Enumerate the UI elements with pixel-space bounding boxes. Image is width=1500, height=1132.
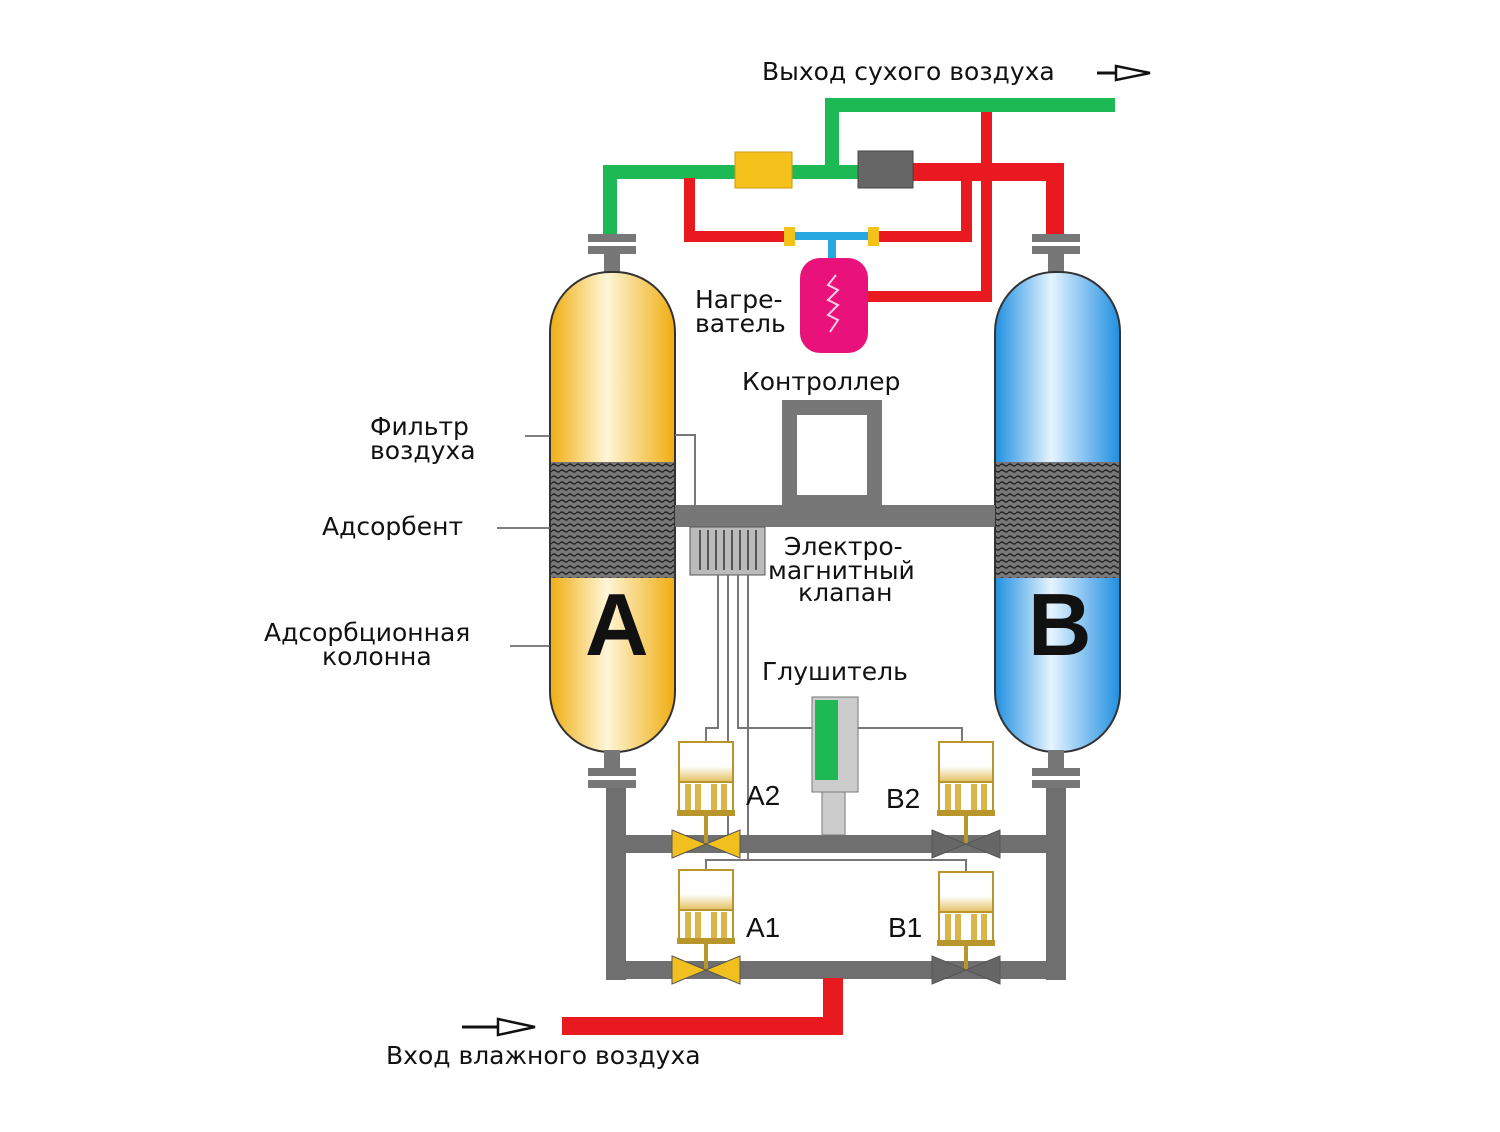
solenoid-label-2: магнитный <box>768 556 915 585</box>
inline-filter <box>734 151 793 189</box>
heater-connector-left <box>784 227 795 246</box>
valve-a1 <box>671 869 741 985</box>
valve-b2-label: B2 <box>886 783 920 814</box>
controller <box>675 400 995 576</box>
heating-coil-icon <box>826 274 840 333</box>
heater-tee <box>795 232 868 240</box>
valve-b1 <box>931 871 1001 985</box>
valve-b1-label: B1 <box>888 912 922 943</box>
solenoid-label-1: Электро- <box>784 532 903 561</box>
column-label-1: Адсорбционная <box>264 618 470 647</box>
wet-air-inlet-label: Вход влажного воздуха <box>386 1041 701 1070</box>
valve-a2-label: A2 <box>746 780 780 811</box>
air-filter-label-1: Фильтр <box>370 412 469 441</box>
outlet-arrow-icon <box>1097 64 1151 82</box>
air-filter-label-2: воздуха <box>370 436 476 465</box>
valve-a2 <box>671 741 741 859</box>
solenoid-label-3: клапан <box>798 578 892 607</box>
heater-stem <box>828 238 836 260</box>
valve-b2 <box>931 741 1001 859</box>
heater <box>800 258 868 353</box>
dry-air-outlet-label: Выход сухого воздуха <box>762 57 1055 86</box>
column-label-2: колонна <box>322 642 432 671</box>
heater-connector-right <box>868 227 879 246</box>
column-a <box>549 234 676 788</box>
inlet-arrow-icon <box>462 1017 536 1037</box>
muffler <box>811 696 859 836</box>
column-b <box>994 234 1121 788</box>
dry-air-pipes <box>603 98 1115 240</box>
muffler-label: Глушитель <box>762 657 908 686</box>
heater-label-2: ватель <box>695 309 786 338</box>
check-valve-box <box>857 150 914 189</box>
regeneration-pipes <box>684 112 1064 302</box>
column-a-letter: A <box>585 575 649 674</box>
adsorbent-label: Адсорбент <box>322 512 463 541</box>
heater-label-1: Нагре- <box>695 285 783 314</box>
controller-label: Контроллер <box>742 367 900 396</box>
leader-lines <box>497 435 550 647</box>
inlet-pipe-horizontal <box>562 1017 843 1035</box>
valve-a1-label: A1 <box>746 912 780 943</box>
column-b-letter: B <box>1028 575 1092 674</box>
